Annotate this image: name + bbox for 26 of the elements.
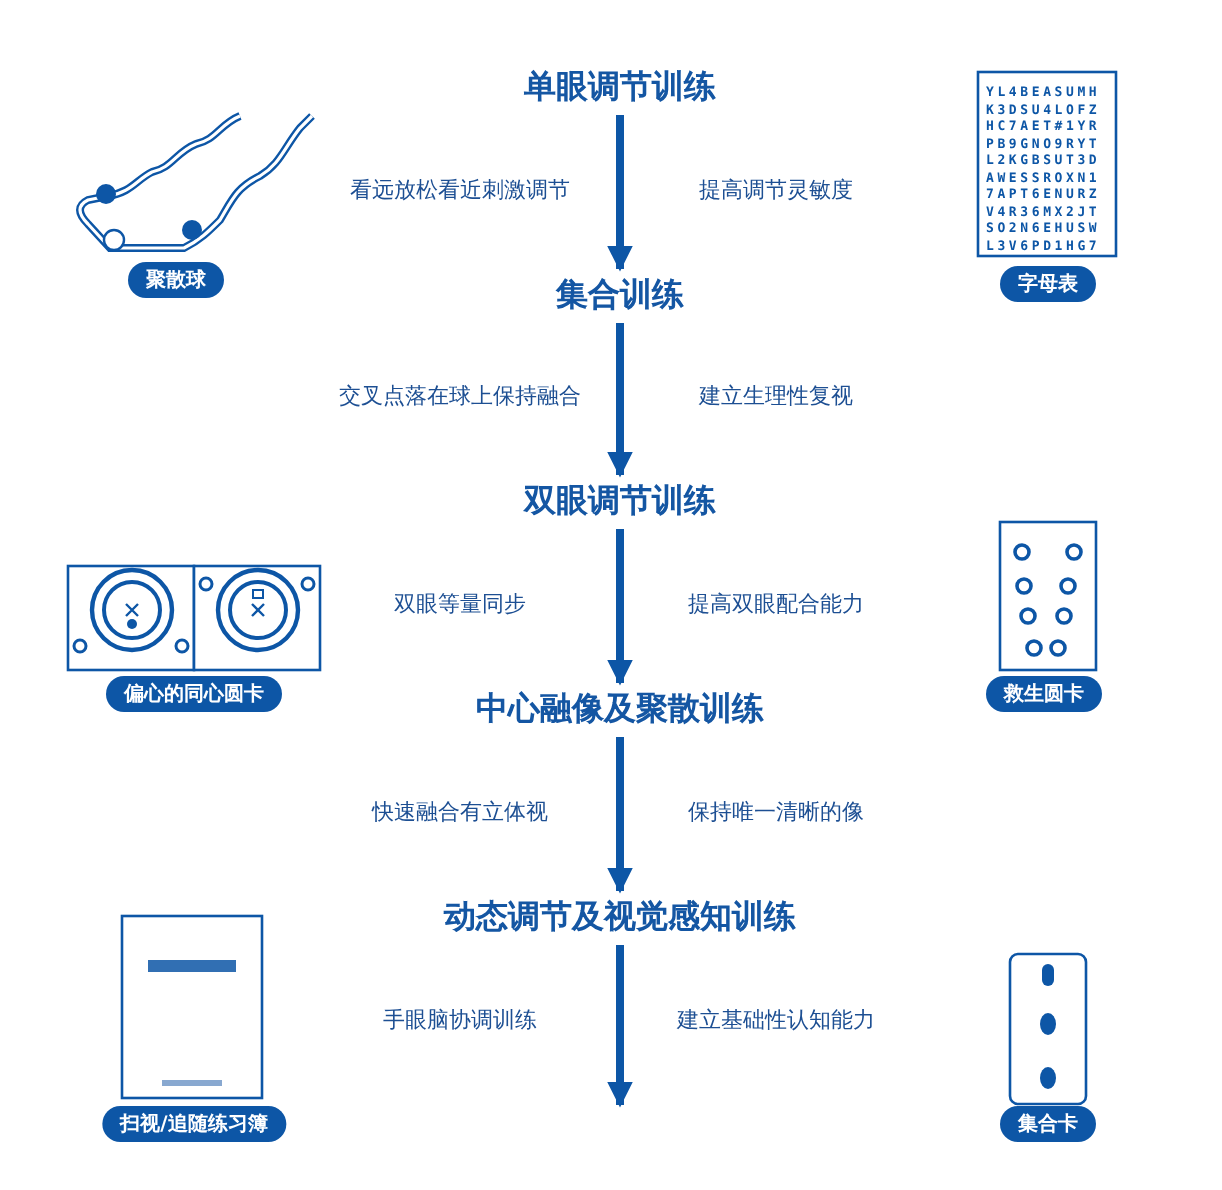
stage-title: 动态调节及视觉感知训练 (444, 897, 796, 939)
stage-title: 单眼调节训练 (524, 67, 716, 109)
arrow (607, 529, 633, 686)
tool-label: 聚散球 (128, 262, 224, 298)
step-note: 提高双眼配合能力 (688, 589, 864, 619)
tool-label: 集合卡 (1000, 1106, 1096, 1142)
step-note: 建立基础性认知能力 (677, 1005, 875, 1035)
step-note: 看远放松看近刺激调节 (350, 175, 570, 205)
tool-label: 救生圆卡 (986, 676, 1102, 712)
step-note: 交叉点落在球上保持融合 (339, 381, 581, 411)
stage-title: 双眼调节训练 (524, 481, 716, 523)
stage-title: 集合训练 (556, 275, 684, 317)
step-note: 提高调节灵敏度 (699, 175, 853, 205)
tool-label: 扫视/追随练习簿 (102, 1106, 286, 1142)
arrow (607, 323, 633, 478)
step-note: 双眼等量同步 (394, 589, 526, 619)
step-note: 手眼脑协调训练 (383, 1005, 537, 1035)
step-note: 快速融合有立体视 (372, 797, 548, 827)
stage-title: 中心融像及聚散训练 (476, 689, 764, 731)
arrow (607, 737, 633, 894)
tool-label: 偏心的同心圆卡 (106, 676, 282, 712)
arrow (607, 115, 633, 272)
arrow (607, 945, 633, 1108)
step-note: 建立生理性复视 (699, 381, 853, 411)
step-note: 保持唯一清晰的像 (688, 797, 864, 827)
tool-label: 字母表 (1000, 266, 1096, 302)
